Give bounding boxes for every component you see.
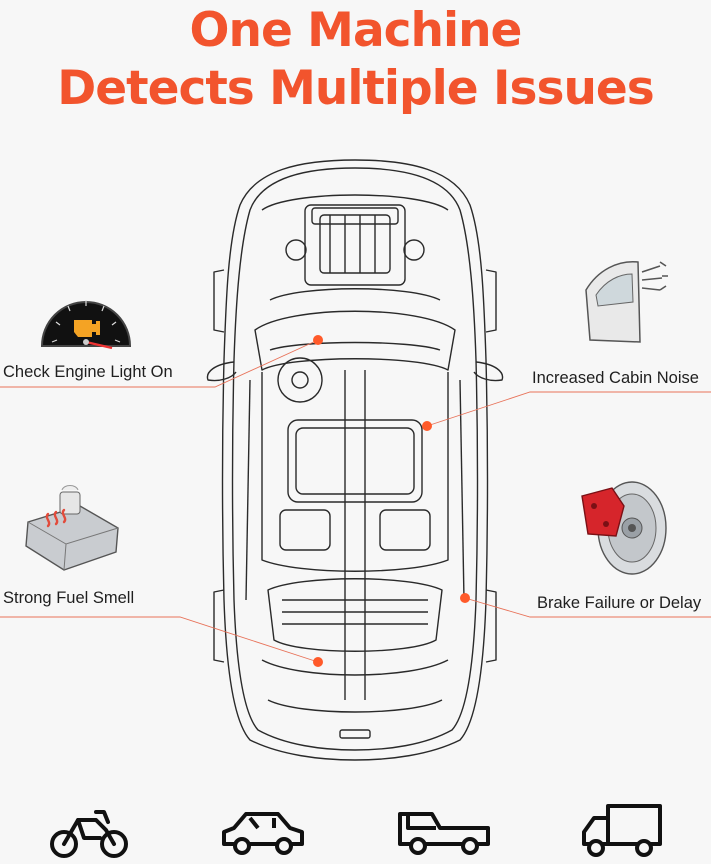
issue-label-fuel-smell: Strong Fuel Smell [3, 589, 135, 607]
issue-label-brake-failure: Brake Failure or Delay [537, 594, 702, 612]
pickup-truck-icon [398, 812, 490, 855]
page-title: One Machine Detects Multiple Issues [0, 2, 711, 118]
sedan-icon [222, 812, 304, 855]
issue-label-check-engine: Check Engine Light On [3, 363, 173, 381]
brake-caliper-icon [581, 481, 667, 575]
title-line-2: Detects Multiple Issues [57, 61, 655, 116]
box-truck-icon [582, 804, 662, 857]
dashboard-gauge-icon [40, 300, 132, 350]
issue-label-cabin-noise: Increased Cabin Noise [532, 369, 699, 387]
car-door-seal-icon [585, 261, 668, 343]
fuel-tank-icon [25, 485, 119, 571]
title-line-1: One Machine [189, 3, 523, 58]
motorcycle-icon [50, 810, 128, 858]
